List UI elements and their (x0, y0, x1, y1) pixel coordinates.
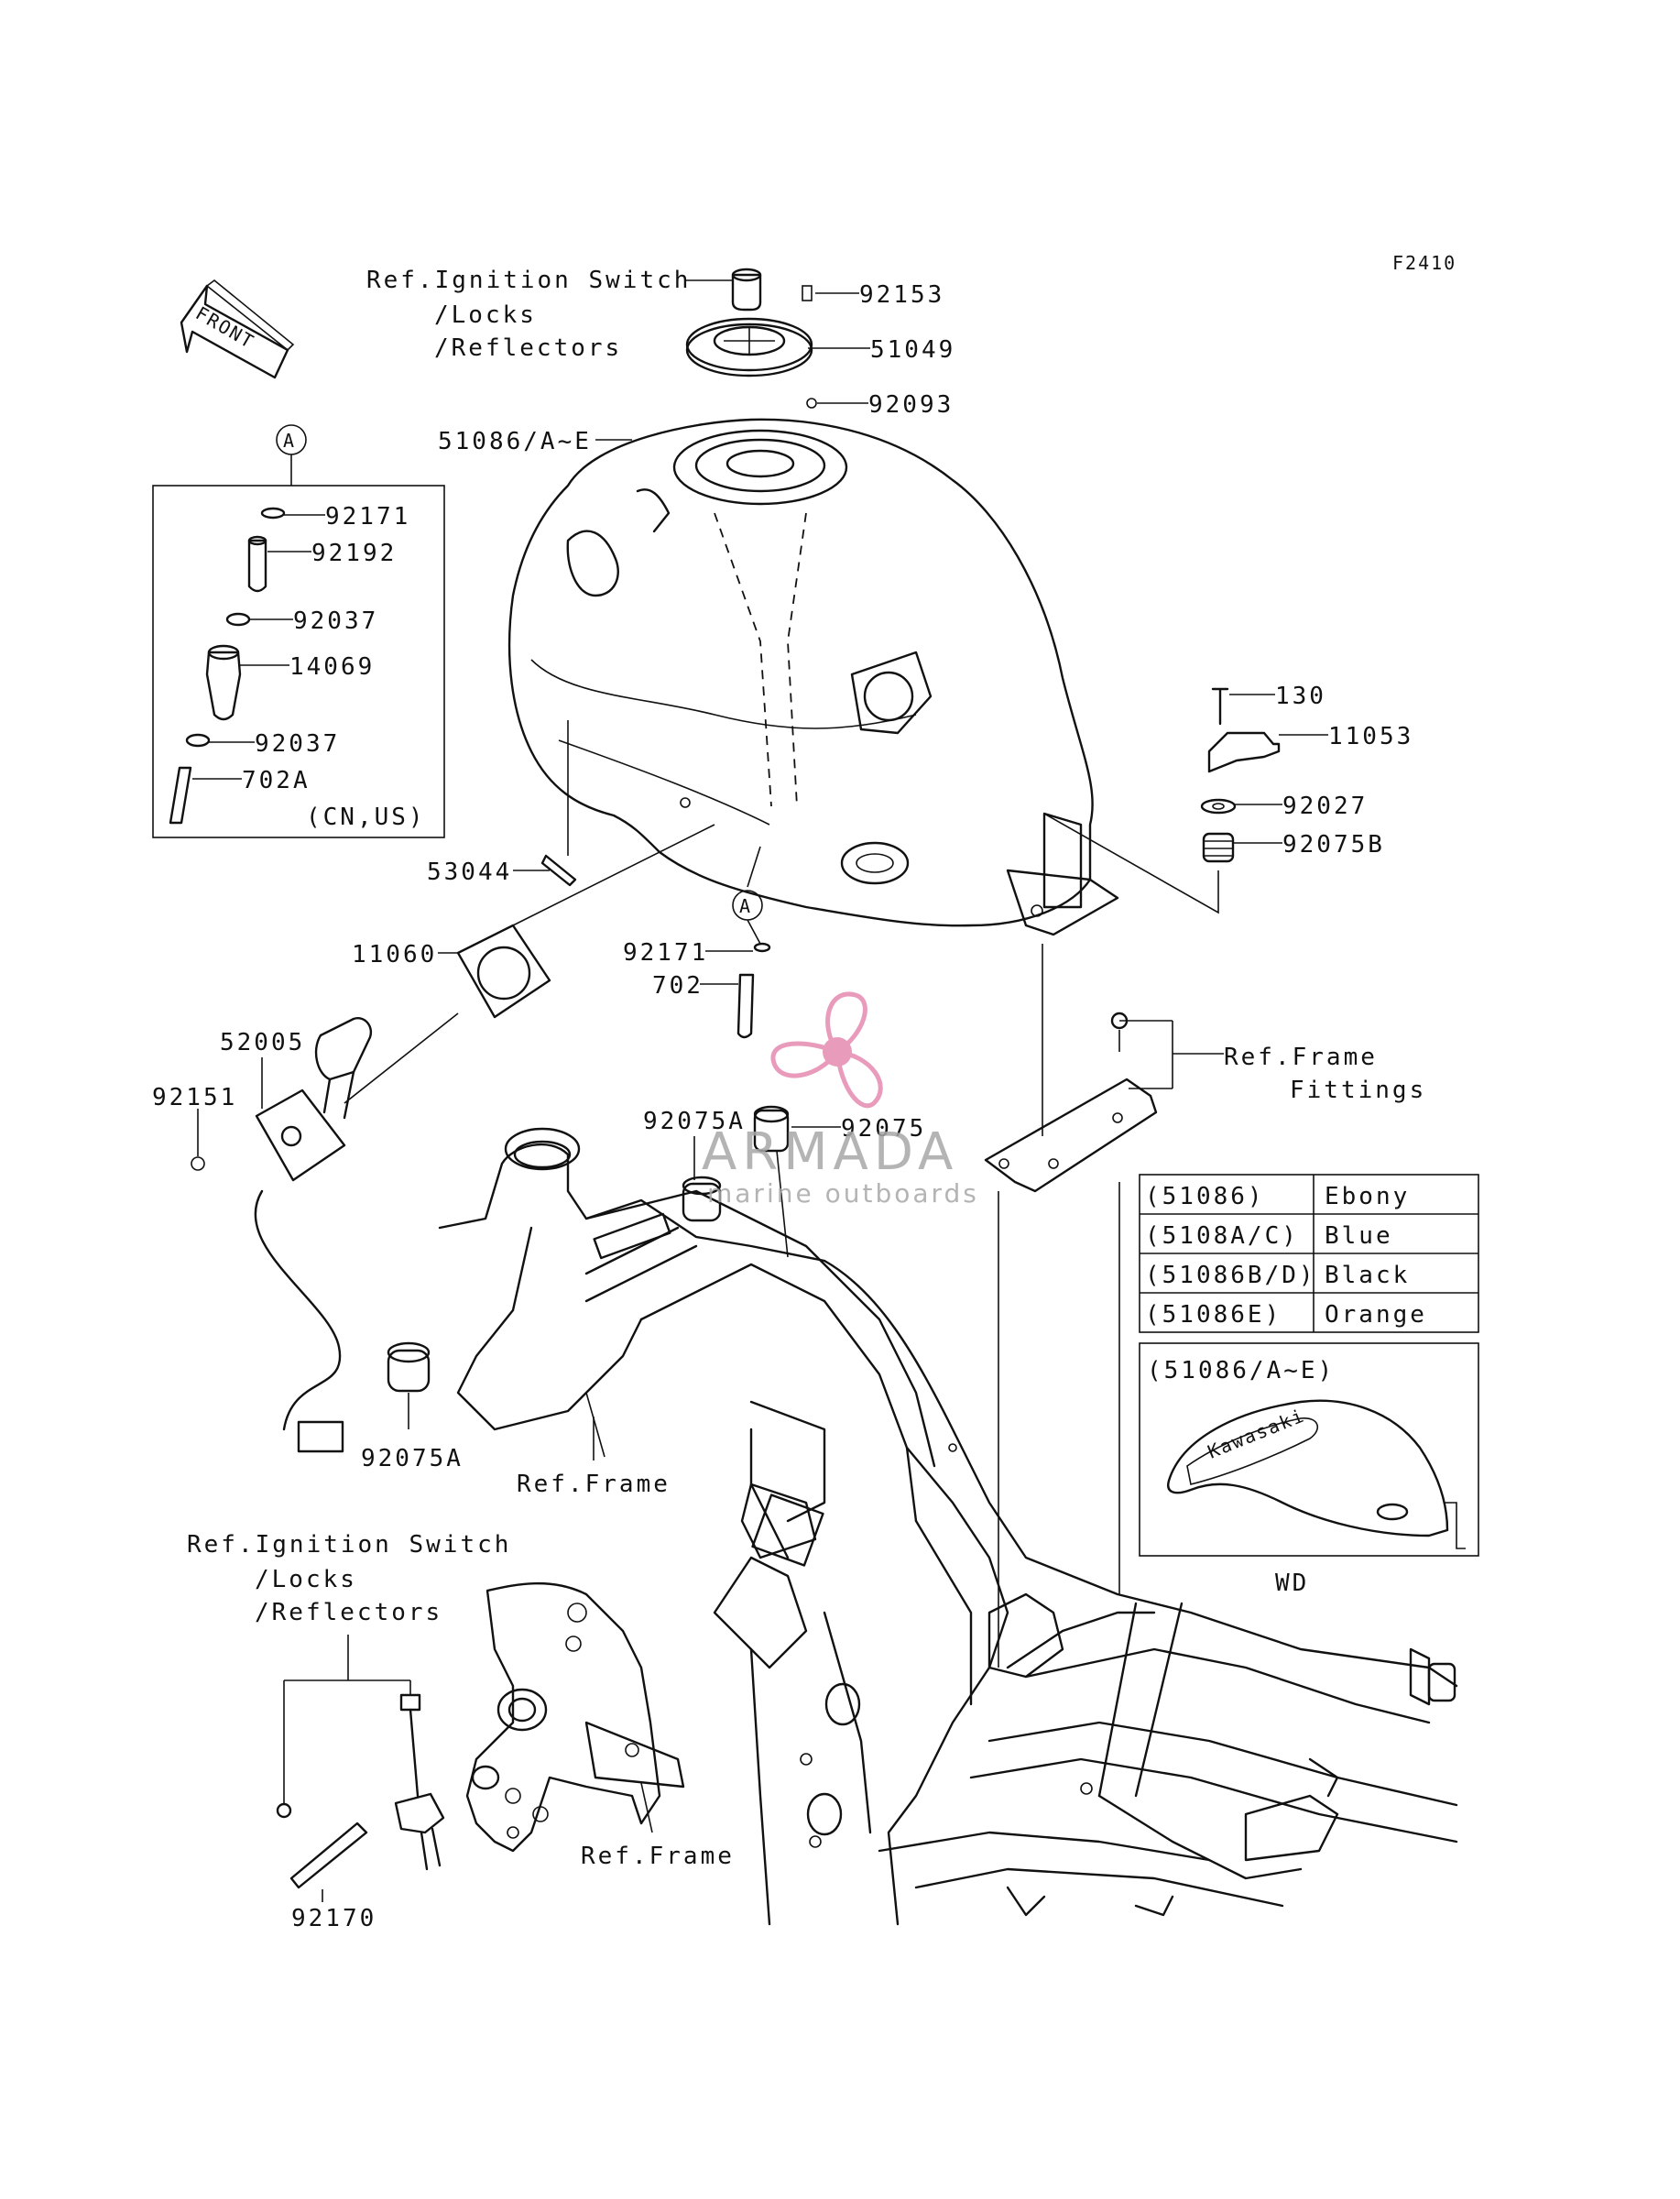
gasket-11060-drawing (456, 824, 715, 1019)
propeller-logo-icon (770, 991, 883, 1109)
svg-text:Ref.Frame: Ref.Frame (1224, 1044, 1378, 1071)
ref-frame-bottom: Ref.Frame (581, 1843, 735, 1870)
watermark: ARMADA marine outboards (702, 991, 979, 1209)
ref-frame-mid: Ref.Frame (517, 1417, 671, 1498)
cn-us-group-box (152, 485, 445, 838)
svg-text:/Locks: /Locks (255, 1566, 357, 1593)
color-table-code: (51086) (1145, 1183, 1265, 1210)
front-arrow-icon: FRONT (180, 279, 295, 379)
front-label: FRONT (192, 302, 259, 354)
fuel-cock-assembly-drawing (276, 1581, 685, 1889)
diagram-id: F2410 (1392, 252, 1456, 274)
color-table-color: Orange (1325, 1301, 1427, 1329)
watermark-tagline: marine outboards (707, 1178, 979, 1209)
label-cn-us: (CN,US) (306, 804, 426, 831)
svg-text:Ref.Frame: Ref.Frame (517, 1471, 671, 1498)
label-92075: 92075 (841, 1115, 926, 1143)
label-130: 130 (1275, 683, 1326, 710)
label-53044: 53044 (427, 859, 512, 886)
label-52005: 52005 (220, 1029, 305, 1056)
label-92151: 92151 (152, 1084, 237, 1111)
callout-a-lower: A (732, 846, 771, 1039)
label-11053: 11053 (1328, 723, 1413, 750)
label-702: 702 (652, 972, 704, 1000)
fuel-cap-drawing (685, 268, 817, 409)
ref-ignition-bottom: Ref.Ignition Switch /Locks /Reflectors (187, 1531, 511, 1805)
label-92170: 92170 (291, 1905, 376, 1932)
callout-a-top: A (276, 424, 307, 486)
color-table-code: (51086B/D) (1145, 1262, 1316, 1289)
color-table: (51086) Ebony (5108A/C) Blue (51086B/D) … (1139, 1174, 1479, 1333)
color-table-color: Blue (1325, 1222, 1393, 1250)
ref-ignition-top: Ref.Ignition Switch /Locks /Reflectors (366, 267, 733, 362)
label-92171: 92171 (623, 939, 708, 967)
svg-text:/Reflectors: /Reflectors (255, 1599, 442, 1626)
label-92153: 92153 (859, 281, 944, 309)
svg-text:Ref.Frame: Ref.Frame (581, 1843, 735, 1870)
color-table-code: (5108A/C) (1145, 1222, 1299, 1250)
inset-title: (51086/A~E) (1147, 1357, 1335, 1384)
frame-fitting-drawing (984, 944, 1224, 1193)
label-51049: 51049 (870, 336, 955, 364)
label-92027: 92027 (1282, 793, 1368, 820)
inset-tank-variant: (51086/A~E) Kawasaki WD (1139, 1342, 1479, 1597)
color-table-color: Black (1325, 1262, 1410, 1289)
label-702a: 702A (242, 767, 311, 794)
color-table-color: Ebony (1325, 1183, 1410, 1210)
label-11060: 11060 (352, 941, 437, 968)
label-92171-box: 92171 (325, 503, 410, 531)
inset-logo-text: Kawasaki (1205, 1404, 1308, 1462)
label-92093: 92093 (868, 391, 954, 419)
label-92192: 92192 (311, 540, 397, 567)
svg-text:/Reflectors: /Reflectors (434, 334, 622, 362)
svg-text:Ref.Ignition Switch: Ref.Ignition Switch (187, 1531, 511, 1559)
label-92075a-top: 92075A (643, 1108, 746, 1135)
watermark-brand: ARMADA (702, 1122, 958, 1182)
label-51086: 51086/A~E (438, 428, 592, 455)
fuel-pump-52005-drawing (191, 1012, 459, 1453)
svg-text:/Locks: /Locks (434, 301, 537, 329)
svg-text:A: A (739, 895, 752, 917)
svg-text:Fittings: Fittings (1290, 1077, 1426, 1104)
svg-text:Ref.Ignition Switch: Ref.Ignition Switch (366, 267, 691, 294)
inset-caption: WD (1275, 1570, 1309, 1597)
label-92037-b: 92037 (255, 730, 340, 758)
label-92037-a: 92037 (293, 607, 378, 635)
cn-us-parts-drawing (169, 507, 286, 825)
frame-drawing (438, 1127, 1458, 1926)
part-53044-drawing (540, 854, 577, 887)
bracket-parts-drawing (1043, 687, 1281, 914)
ref-frame-fittings: Ref.Frame Fittings (1224, 1044, 1426, 1104)
label-92075b: 92075B (1282, 831, 1385, 859)
color-table-code: (51086E) (1145, 1301, 1282, 1329)
svg-text:A: A (283, 430, 296, 452)
label-92075a-bottom: 92075A (361, 1445, 464, 1472)
label-14069: 14069 (289, 653, 375, 681)
fuel-tank-drawing (507, 418, 1119, 936)
